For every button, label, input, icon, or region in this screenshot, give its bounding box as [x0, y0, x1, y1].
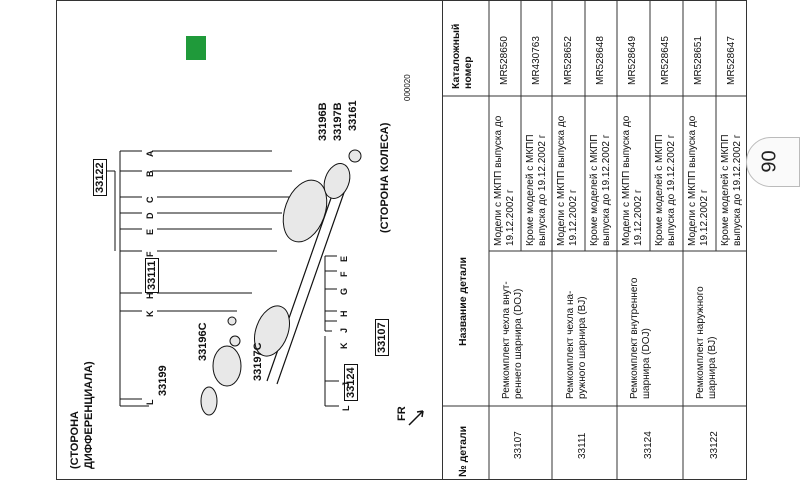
parts-table: № детали Название детали Каталожный номе…: [442, 1, 746, 479]
row-desc: Модели с МКПП выпуска до 19.12.2002 г: [687, 115, 710, 246]
part-33197c: 33197C: [252, 342, 264, 381]
letter-f: F: [145, 251, 155, 258]
row-catalog: MR528650: [499, 36, 510, 85]
letter-l: L: [145, 399, 155, 406]
manual-page: (СТОРОНА ДИФФЕРЕНЦИАЛА) (СТОРОНА КОЛЕСА)…: [56, 0, 747, 480]
box-label-33122: 33122: [93, 159, 107, 196]
side-diff-label-1: (СТОРОНА: [69, 411, 81, 469]
row-part-name: Ремкомплект наружного шарнира (BJ): [695, 286, 718, 399]
letter-mid-k: K: [339, 342, 349, 350]
part-33196b: 33196B: [317, 102, 329, 141]
row-catalog: MR528651: [693, 36, 704, 85]
letter-low-l: L: [341, 405, 351, 412]
diagram-lines: [97, 149, 362, 416]
letter-k: K: [145, 310, 155, 318]
row-catalog: MR528652: [563, 36, 574, 85]
part-33196c: 33196C: [197, 322, 209, 361]
row-desc: Кроме моделей с МКПП выпуска до 19.12.20…: [720, 134, 743, 246]
row-catalog: MR528645: [660, 36, 671, 85]
table-grid: [443, 1, 746, 479]
row-desc: Модели с МКПП выпуска до 19.12.2002 г: [493, 115, 516, 246]
row-part-no: 33124: [643, 431, 654, 459]
row-desc: Кроме моделей с МКПП выпуска до 19.12.20…: [525, 134, 548, 246]
letter-e: E: [145, 228, 155, 235]
letter-low-j: J: [341, 381, 351, 387]
part-33199: 33199: [157, 365, 169, 396]
letter-mid-h: H: [339, 310, 349, 318]
box-label-33111: 33111: [145, 257, 159, 293]
side-wheel-label: (СТОРОНА КОЛЕСА): [379, 122, 391, 233]
header-catalog: Каталожный номер: [450, 23, 474, 89]
page-number-badge[interactable]: 90: [746, 137, 800, 187]
letter-mid-g: G: [339, 287, 349, 295]
letter-mid-j: J: [339, 327, 349, 333]
part-33161: 33161: [347, 100, 359, 131]
row-catalog: MR430763: [531, 36, 542, 85]
header-part-no: № детали: [457, 425, 469, 477]
box-label-33107: 33107: [375, 319, 389, 356]
row-part-name: Ремкомплект чехла на-ружного шарнира (BJ…: [565, 290, 588, 399]
side-diff-label-2: ДИФФЕРЕНЦИАЛА): [83, 361, 95, 469]
green-marker: [186, 36, 206, 60]
fr-arrow-icon: [408, 410, 424, 426]
row-desc: Кроме моделей с МКПП выпуска до 19.12.20…: [654, 134, 677, 246]
row-desc: Модели с МКПП выпуска до 19.12.2002 г: [621, 115, 644, 246]
letter-h: H: [145, 292, 155, 300]
row-part-no: 33122: [709, 431, 720, 459]
row-desc: Модели с МКПП выпуска до 19.12.2002 г: [556, 115, 579, 246]
exploded-diagram: (СТОРОНА ДИФФЕРЕНЦИАЛА) (СТОРОНА КОЛЕСА)…: [57, 1, 442, 479]
page-number: 90: [758, 150, 781, 173]
diagram-code: 000020: [403, 74, 412, 101]
letter-d: D: [145, 212, 155, 220]
row-catalog: MR528647: [726, 36, 737, 85]
row-part-name: Ремкомплект внутреннего шарнира (DOJ): [629, 277, 652, 399]
letter-b: B: [145, 170, 155, 178]
row-part-no: 33107: [513, 431, 524, 459]
letter-a: A: [145, 150, 155, 158]
letter-c: C: [145, 196, 155, 204]
header-part-name: Название детали: [457, 257, 469, 346]
row-part-no: 33111: [577, 432, 588, 459]
row-catalog: MR528648: [595, 36, 606, 85]
letter-mid-e: E: [339, 255, 349, 262]
letter-mid-f: F: [339, 271, 349, 278]
row-desc: Кроме моделей с МКПП выпуска до 19.12.20…: [589, 134, 612, 246]
part-33197b: 33197B: [332, 102, 344, 141]
row-part-name: Ремкомплект чехла внут-реннего шарнира (…: [501, 281, 524, 399]
row-catalog: MR528649: [627, 36, 638, 85]
